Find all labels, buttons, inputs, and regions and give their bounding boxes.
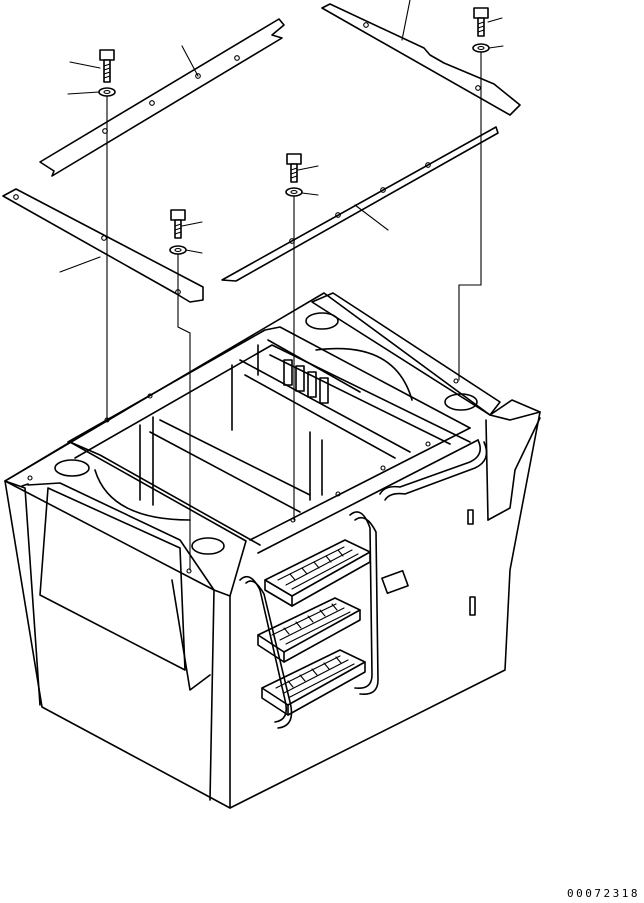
- handrail: [240, 512, 378, 728]
- washer-icon: [99, 88, 115, 96]
- washer-icon: [170, 246, 186, 254]
- cover-plate-left: [3, 189, 203, 302]
- washer-icon: [286, 188, 302, 196]
- cover-plate-top-left: [40, 19, 284, 176]
- callout-leaders: [60, 0, 503, 272]
- washer-icon: [473, 44, 489, 52]
- bolt-icon: [474, 8, 488, 36]
- step-plate: [258, 598, 360, 662]
- drawing-number: 00072318: [567, 887, 640, 900]
- assembly-center-lines: [107, 52, 481, 570]
- step-plate: [262, 650, 365, 715]
- bolt-icon: [287, 154, 301, 182]
- step-plate: [265, 540, 370, 606]
- bolt-icon: [100, 50, 114, 82]
- cover-plate-top-right: [322, 4, 520, 115]
- bolt-icon: [171, 210, 185, 238]
- cover-plate-right: [222, 127, 498, 281]
- frame-box: [5, 293, 540, 808]
